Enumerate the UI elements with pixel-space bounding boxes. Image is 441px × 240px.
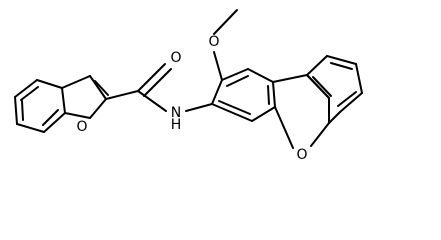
- carbonyl-oxygen-label: O: [170, 50, 181, 66]
- molecule-drawing: O O N H O O: [14, 9, 363, 163]
- atom-labels: O O N H O O: [76, 34, 307, 163]
- benzofuran-furan-ring: [61, 75, 109, 119]
- amide-nitrogen-label: N: [171, 105, 181, 121]
- benzofuran-benzene-ring: [14, 79, 66, 133]
- furan-oxygen-label: O: [76, 119, 87, 135]
- methoxy-group: [213, 9, 238, 81]
- methoxy-oxygen-label: O: [208, 34, 219, 50]
- amide-hydrogen-label: H: [171, 117, 182, 133]
- dibenzofuran-right-ring: [306, 55, 363, 124]
- chemical-structure-diagram: O O N H O O: [14, 9, 363, 163]
- amide-linker: [105, 63, 213, 112]
- dibenzofuran-left-ring: [211, 68, 276, 122]
- dibenzofuran-oxygen-label: O: [296, 147, 307, 163]
